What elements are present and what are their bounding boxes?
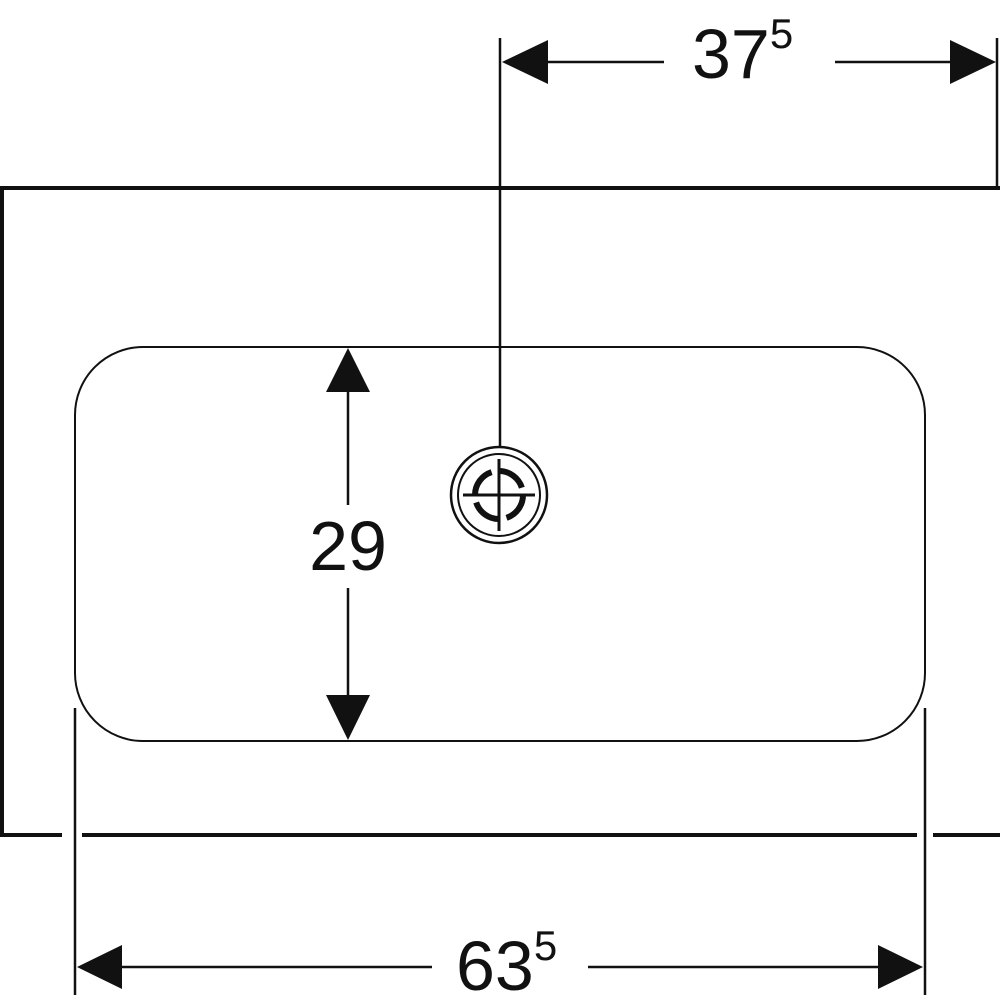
dimension-basin-depth: 29: [309, 348, 387, 740]
drain-offset-value: 37: [692, 15, 770, 93]
basin-width-label: 635: [456, 922, 557, 1000]
basin-width-value: 63: [456, 927, 534, 1000]
basin-width-superscript: 5: [534, 922, 557, 969]
dimension-basin-width: 635: [73, 708, 927, 1000]
arrowhead-left: [502, 40, 548, 84]
dimension-drain-offset: 375: [498, 10, 999, 448]
drain-offset-superscript: 5: [770, 10, 793, 57]
arrowhead-down: [326, 695, 370, 740]
drain-offset-label: 375: [692, 10, 793, 93]
arrowhead-up: [326, 348, 370, 392]
arrowhead-right: [950, 40, 996, 84]
arrowhead-right-bottom: [878, 945, 923, 989]
basin-depth-label: 29: [309, 507, 387, 585]
drain-icon: [449, 445, 549, 545]
arrowhead-left-bottom: [77, 945, 122, 989]
